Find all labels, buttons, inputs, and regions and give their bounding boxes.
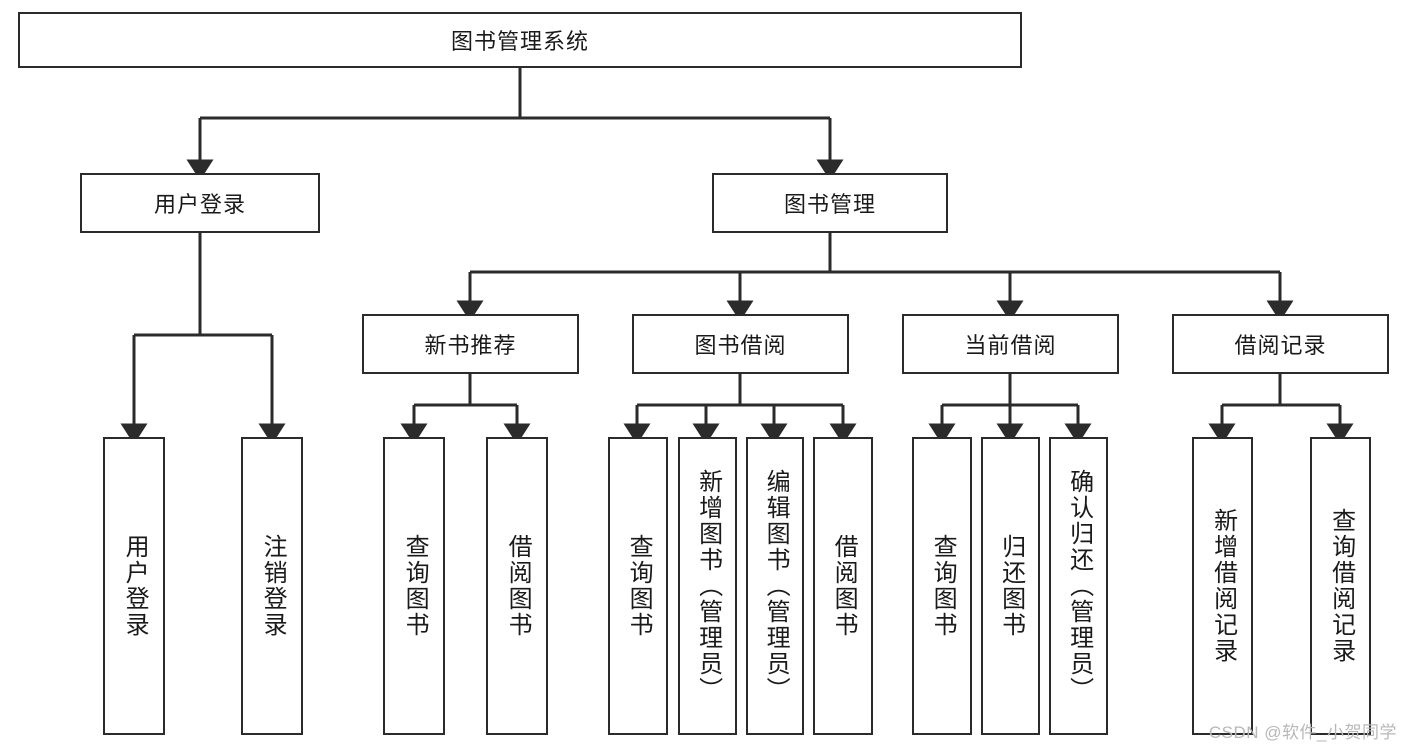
- node-leaf-rec-borrow-book[interactable]: 借阅图书: [486, 437, 548, 735]
- node-leaf-borrow-query-book-label: 查询图书: [625, 534, 653, 638]
- node-new-book-rec[interactable]: 新书推荐: [362, 314, 579, 374]
- node-leaf-borrow-borrow-book-label: 借阅图书: [830, 534, 858, 638]
- node-leaf-cur-confirm-return-label: 确认归还（管理员）: [1065, 469, 1093, 703]
- node-user-login-label: 用户登录: [153, 192, 246, 217]
- node-leaf-user-login[interactable]: 用户登录: [103, 437, 165, 735]
- csdn-watermark: CSDN @软件_小贺同学: [1208, 723, 1397, 742]
- node-leaf-borrow-add-book-label: 新增图书（管理员）: [694, 469, 722, 703]
- node-leaf-rec-add-record-label: 新增借阅记录: [1209, 508, 1237, 664]
- node-book-manage-label: 图书管理: [783, 192, 876, 217]
- node-leaf-borrow-edit-book-label: 编辑图书（管理员）: [762, 469, 790, 703]
- node-leaf-rec-query-record[interactable]: 查询借阅记录: [1310, 437, 1371, 735]
- node-new-book-rec-label: 新书推荐: [424, 333, 517, 358]
- node-leaf-cur-return-book[interactable]: 归还图书: [981, 437, 1040, 735]
- node-leaf-rec-query-book-label: 查询图书: [401, 534, 429, 638]
- node-borrow-record-label: 借阅记录: [1234, 333, 1327, 358]
- node-leaf-rec-query-record-label: 查询借阅记录: [1327, 508, 1355, 664]
- node-leaf-borrow-borrow-book[interactable]: 借阅图书: [813, 437, 873, 735]
- node-book-borrow-label: 图书借阅: [694, 333, 787, 358]
- node-borrow-record[interactable]: 借阅记录: [1172, 314, 1389, 374]
- node-user-login[interactable]: 用户登录: [80, 173, 320, 233]
- node-leaf-cur-confirm-return[interactable]: 确认归还（管理员）: [1049, 437, 1108, 735]
- node-current-borrow-label: 当前借阅: [964, 333, 1057, 358]
- node-leaf-cur-query-book[interactable]: 查询图书: [912, 437, 972, 735]
- node-leaf-rec-borrow-book-label: 借阅图书: [504, 534, 532, 638]
- node-leaf-cur-return-book-label: 归还图书: [997, 534, 1025, 638]
- node-leaf-cur-query-book-label: 查询图书: [929, 534, 957, 638]
- node-leaf-borrow-edit-book[interactable]: 编辑图书（管理员）: [746, 437, 804, 735]
- node-leaf-rec-add-record[interactable]: 新增借阅记录: [1192, 437, 1253, 735]
- node-root[interactable]: 图书管理系统: [18, 12, 1022, 68]
- node-leaf-user-login-label: 用户登录: [121, 534, 149, 638]
- node-leaf-user-logout-label: 注销登录: [259, 534, 287, 638]
- node-leaf-user-logout[interactable]: 注销登录: [241, 437, 303, 735]
- node-leaf-borrow-add-book[interactable]: 新增图书（管理员）: [678, 437, 737, 735]
- node-current-borrow[interactable]: 当前借阅: [902, 314, 1119, 374]
- node-root-label: 图书管理系统: [450, 29, 589, 54]
- node-leaf-rec-query-book[interactable]: 查询图书: [383, 437, 445, 735]
- node-book-borrow[interactable]: 图书借阅: [632, 314, 849, 374]
- node-book-manage[interactable]: 图书管理: [712, 173, 948, 233]
- node-leaf-borrow-query-book[interactable]: 查询图书: [608, 437, 668, 735]
